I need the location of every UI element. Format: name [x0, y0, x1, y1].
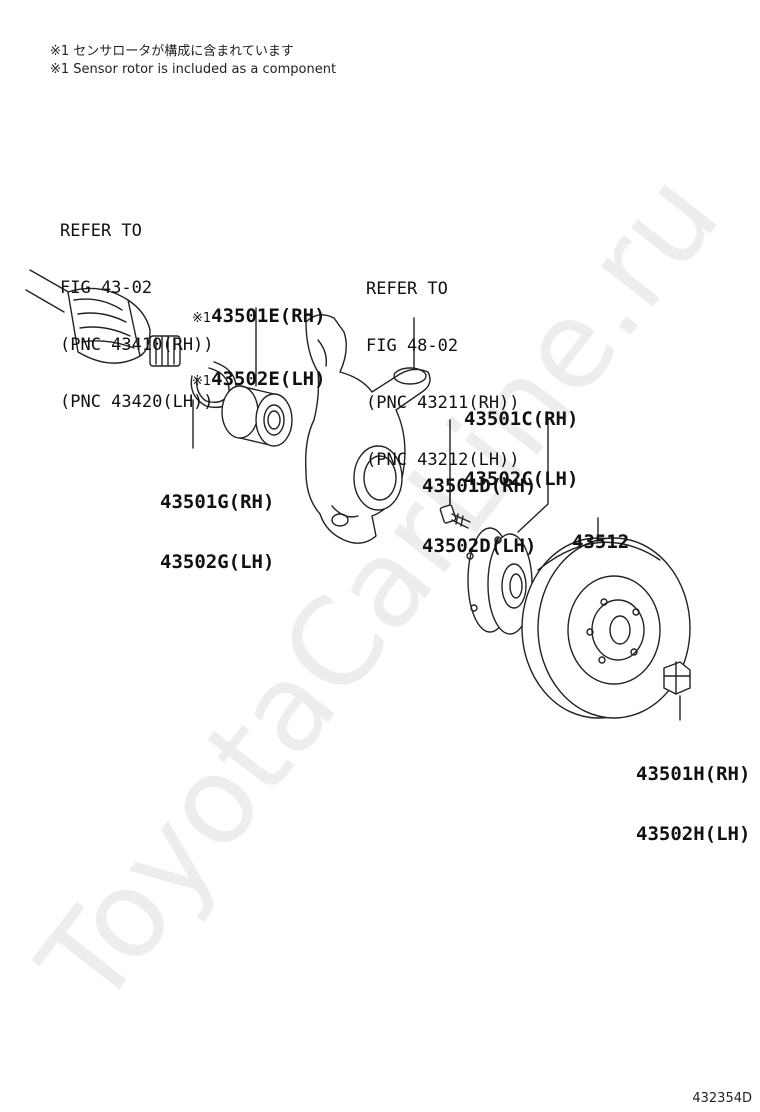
label-snap-ring: 43501G(RH) 43502G(LH)	[160, 491, 275, 573]
label-drive-shaft-ref: REFER TO FIG 43-02 (PNC 43410(RH)) (PNC …	[60, 221, 214, 412]
note-japanese: ※1 センサロータが構成に含まれています	[50, 44, 294, 59]
label-nut: 43501H(RH) 43502H(LH)	[636, 763, 751, 845]
label-knuckle-ref: REFER TO FIG 48-02 (PNC 43211(RH)) (PNC …	[366, 279, 520, 470]
figure-code: 432354D	[692, 1091, 752, 1106]
leader-hub-right	[517, 417, 549, 533]
label-disc: 43512	[572, 531, 630, 553]
label-hub-bolt: 43501D(RH) 43502D(LH)	[422, 475, 537, 557]
steering-knuckle	[304, 314, 431, 544]
label-hub: 43501C(RH) 43502C(LH)	[464, 408, 579, 490]
hub-bolt	[439, 504, 471, 529]
drive-shaft-boot	[25, 269, 181, 367]
hub-nut	[663, 661, 691, 695]
note-english: ※1 Sensor rotor is included as a compone…	[50, 62, 337, 77]
brake-disc	[521, 537, 691, 719]
wheel-bearing	[221, 385, 293, 447]
label-bearing: ※143501E(RH) ※143502E(LH)	[192, 305, 326, 390]
